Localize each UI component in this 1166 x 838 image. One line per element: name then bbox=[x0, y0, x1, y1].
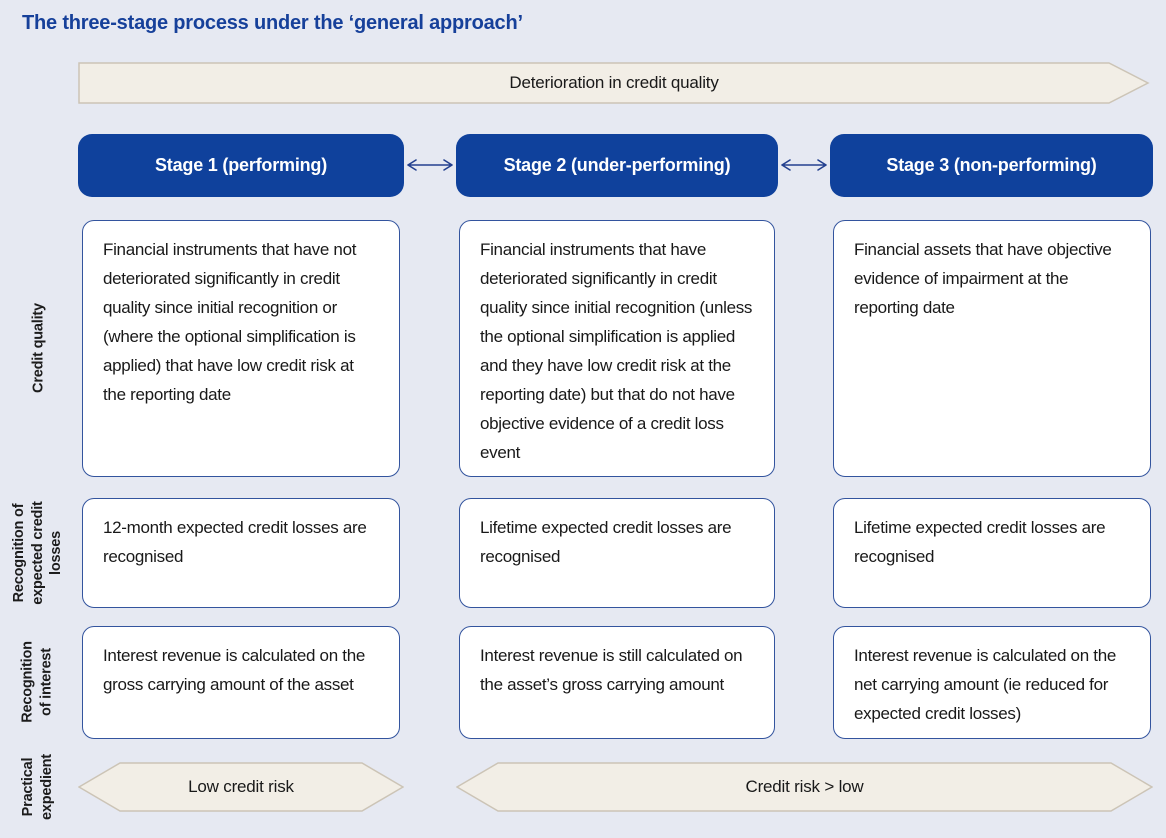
stage-1-header: Stage 1 (performing) bbox=[78, 134, 404, 197]
low-credit-risk-band: Low credit risk bbox=[78, 762, 404, 812]
deterioration-banner: Deterioration in credit quality bbox=[78, 62, 1150, 104]
interest-stage-1-cell: Interest revenue is calculated on the gr… bbox=[82, 626, 400, 739]
credit-quality-stage-2-cell: Financial instruments that have deterior… bbox=[459, 220, 775, 477]
double-arrow-icon bbox=[781, 159, 827, 171]
expected-credit-losses-stage-1-cell: 12-month expected credit losses are reco… bbox=[82, 498, 400, 608]
bidirectional-arrow-icon bbox=[78, 762, 404, 812]
row-label-practical-expedient: Practical expedient bbox=[20, 754, 55, 820]
bidirectional-arrow-icon bbox=[456, 762, 1153, 812]
deterioration-banner-label: Deterioration in credit quality bbox=[509, 73, 719, 92]
interest-stage-2-cell: Interest revenue is still calculated on … bbox=[459, 626, 775, 739]
row-label-recognition-expected-credit-losses: Recognition of expected credit losses bbox=[10, 501, 65, 605]
credit-quality-stage-3-cell: Financial assets that have objective evi… bbox=[833, 220, 1151, 477]
stage-2-header: Stage 2 (under-performing) bbox=[456, 134, 778, 197]
row-label-credit-quality: Credit quality bbox=[30, 303, 47, 393]
expected-credit-losses-stage-2-cell: Lifetime expected credit losses are reco… bbox=[459, 498, 775, 608]
row-label-recognition-of-interest: Recognition of interest bbox=[19, 641, 55, 723]
credit-quality-stage-1-cell: Financial instruments that have not dete… bbox=[82, 220, 400, 477]
stage-2-label: Stage 2 (under-performing) bbox=[503, 155, 731, 175]
credit-risk-greater-than-low-band: Credit risk > low bbox=[456, 762, 1153, 812]
stage-1-label: Stage 1 (performing) bbox=[154, 155, 328, 175]
page-title: The three-stage process under the ‘gener… bbox=[22, 12, 523, 34]
right-arrow-banner-icon bbox=[78, 62, 1150, 104]
interest-stage-3-cell: Interest revenue is calculated on the ne… bbox=[833, 626, 1151, 739]
stage-3-header: Stage 3 (non-performing) bbox=[830, 134, 1153, 197]
expected-credit-losses-stage-3-cell: Lifetime expected credit losses are reco… bbox=[833, 498, 1151, 608]
low-credit-risk-label: Low credit risk bbox=[188, 777, 294, 796]
stage-3-label: Stage 3 (non-performing) bbox=[886, 155, 1097, 175]
double-arrow-icon bbox=[407, 159, 453, 171]
credit-risk-greater-than-low-label: Credit risk > low bbox=[745, 777, 864, 796]
